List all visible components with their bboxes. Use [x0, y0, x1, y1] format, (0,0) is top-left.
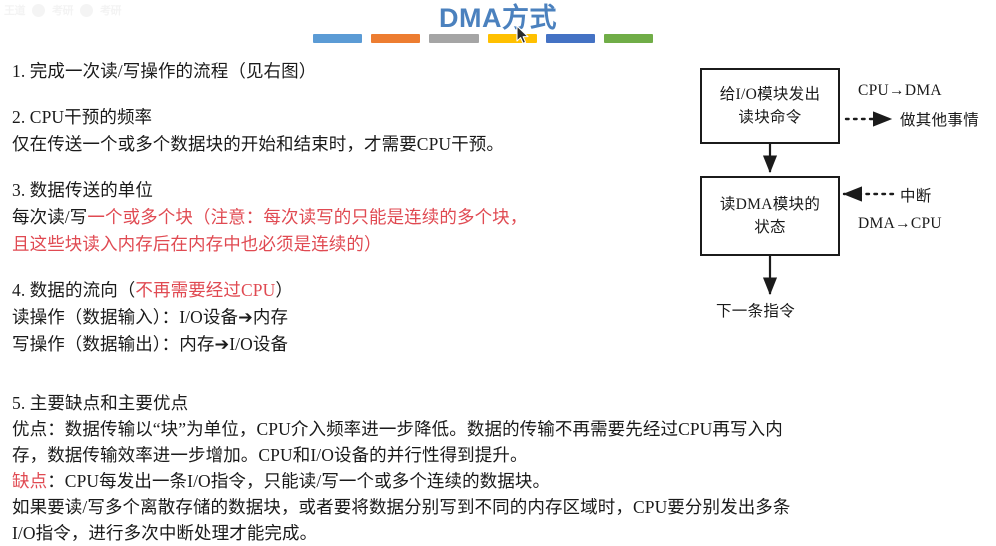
- decorative-color-bars: [313, 34, 654, 43]
- slide-body-text: 1. 完成一次读/写操作的流程（见右图） 2. CPU干预的频率 仅在传送一个或…: [12, 58, 680, 358]
- item3-line1-black: 每次读/写: [12, 207, 88, 227]
- item5-cons-line3: I/O指令，进行多次中断处理才能完成。: [12, 520, 984, 546]
- slide-bottom-text: 5. 主要缺点和主要优点 优点：数据传输以“块”为单位，CPU介入频率进一步降低…: [12, 390, 984, 546]
- item4-line2-text: 写操作（数据输出）：内存➔I/O设备: [12, 334, 289, 354]
- item5-cons-line1: 缺点：CPU每发出一条I/O指令，只能读/写一个或多个连续的数据块。: [12, 468, 984, 494]
- item5-pros-line1-text: 优点：数据传输以“块”为单位，CPU介入频率进一步降低。数据的传输不再需要先经过…: [12, 419, 783, 439]
- item5-cons-line2: 如果要读/写多个离散存储的数据块，或者要将数据分别写到不同的内存区域时，CPU要…: [12, 494, 984, 520]
- item4-line2: 写操作（数据输出）：内存➔I/O设备: [12, 331, 680, 358]
- item2-heading: 2. CPU干预的频率: [12, 104, 680, 131]
- flowchart-box-issue-read-command: 给I/O模块发出 读块命令: [700, 68, 840, 144]
- item1-heading: 1. 完成一次读/写操作的流程（见右图）: [12, 58, 680, 85]
- fc-box1-line2: 读块命令: [738, 109, 802, 126]
- color-bar-yellow: [487, 34, 537, 43]
- item5-pros-line1: 优点：数据传输以“块”为单位，CPU介入频率进一步降低。数据的传输不再需要先经过…: [12, 416, 984, 442]
- item5-cons-label: 缺点: [12, 471, 48, 491]
- item5-cons-line1-text: ：CPU每发出一条I/O指令，只能读/写一个或多个连续的数据块。: [47, 471, 551, 491]
- fc-box2-line1: 读DMA模块的: [719, 196, 821, 213]
- item5-cons-line3-text: I/O指令，进行多次中断处理才能完成。: [12, 523, 318, 543]
- flowchart-label-cpu-to-dma: CPU→DMA: [858, 82, 942, 99]
- color-bar-darkblue: [545, 34, 595, 43]
- item3-heading: 3. 数据传送的单位: [12, 177, 680, 204]
- item5-cons-line2-text: 如果要读/写多个离散存储的数据块，或者要将数据分别写到不同的内存区域时，CPU要…: [12, 497, 791, 517]
- item3-line1: 每次读/写一个或多个块（注意：每次读写的只能是连续的多个块，: [12, 204, 680, 231]
- color-bar-gray: [429, 34, 479, 43]
- item3-line1-red: 一个或多个块（注意：每次读写的只能是连续的多个块，: [87, 207, 528, 227]
- item4-heading: 4. 数据的流向（不再需要经过CPU）: [12, 277, 680, 304]
- item5-heading-text: 5. 主要缺点和主要优点: [12, 393, 189, 413]
- fc-box1-line1: 给I/O模块发出: [719, 86, 821, 103]
- item4-line1: 读操作（数据输入）：I/O设备➔内存: [12, 304, 680, 331]
- flowchart-box-read-dma-status: 读DMA模块的 状态: [700, 176, 840, 256]
- item3-line2: 且这些块读入内存后在内存中也必须是连续的）: [12, 231, 680, 258]
- flowchart-connectors: [762, 111, 895, 296]
- item4-heading-black: 4. 数据的流向（: [12, 280, 136, 300]
- item5-heading: 5. 主要缺点和主要优点: [12, 390, 984, 416]
- item4-heading-red: 不再需要经过CPU: [135, 280, 276, 300]
- item5-pros-line2-text: 存，数据传输效率进一步增加。CPU和I/O设备的并行性得到提升。: [12, 445, 528, 465]
- color-bar-green: [603, 34, 654, 43]
- flowchart-label-next-instruction: 下一条指令: [716, 303, 796, 320]
- color-bar-blue: [313, 34, 363, 43]
- flowchart-label-do-other-work: 做其他事情: [900, 112, 980, 129]
- item5-pros-line2: 存，数据传输效率进一步增加。CPU和I/O设备的并行性得到提升。: [12, 442, 984, 468]
- item2-heading-text: 2. CPU干预的频率: [12, 107, 153, 127]
- fc-box2-line2: 状态: [754, 219, 786, 236]
- item2-line1: 仅在传送一个或多个数据块的开始和结束时，才需要CPU干预。: [12, 131, 680, 158]
- item2-line1-text: 仅在传送一个或多个数据块的开始和结束时，才需要CPU干预。: [12, 134, 504, 154]
- flowchart-label-dma-to-cpu: DMA→CPU: [858, 215, 942, 232]
- flowchart-label-interrupt: 中断: [900, 188, 932, 205]
- item4-line1-text: 读操作（数据输入）：I/O设备➔内存: [12, 307, 289, 327]
- dma-flowchart: 给I/O模块发出 读块命令 读DMA模块的 状态 CPU→DMA 做其他事情 中…: [688, 58, 996, 333]
- item3-heading-text: 3. 数据传送的单位: [12, 180, 153, 200]
- item4-heading-tail: ）: [275, 280, 293, 300]
- item1-heading-text: 1. 完成一次读/写操作的流程（见右图）: [12, 61, 317, 81]
- item3-line2-red: 且这些块读入内存后在内存中也必须是连续的）: [12, 234, 382, 254]
- color-bar-orange: [371, 34, 421, 43]
- slide-title: DMA方式: [439, 3, 557, 33]
